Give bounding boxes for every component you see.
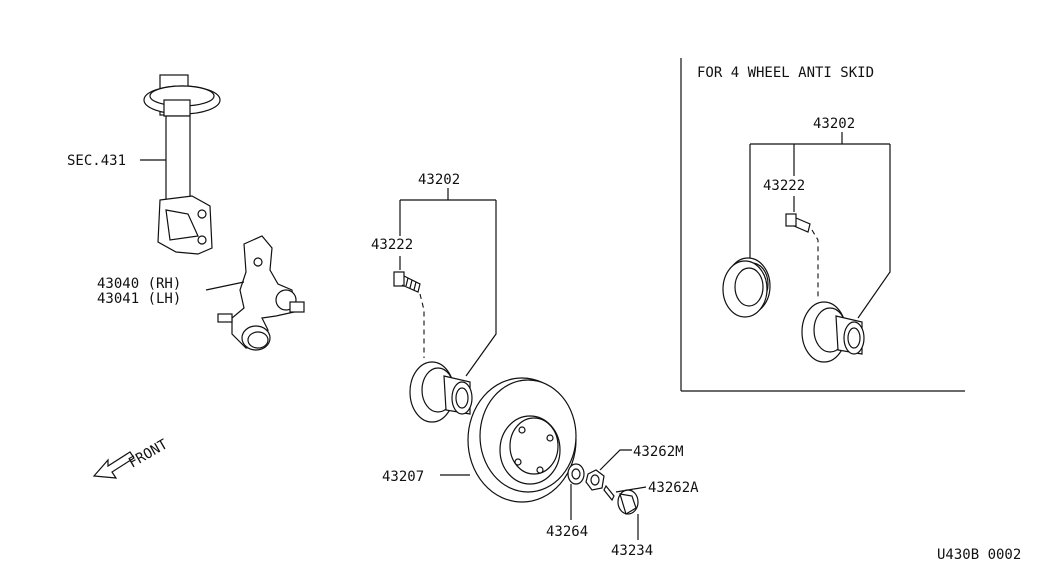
label-hub-main: 43202 [418, 172, 460, 188]
label-cotter-pin: 43262A [648, 480, 699, 496]
label-bolt-main: 43222 [371, 237, 413, 253]
label-knuckle-lh: 43041 (LH) [97, 291, 181, 307]
cotter-pin [603, 484, 615, 502]
leader-lines [140, 159, 647, 540]
label-nut: 43262M [633, 444, 684, 460]
front-arrow-icon [92, 451, 135, 479]
sensor-ring [722, 257, 771, 318]
brake-rotor [467, 377, 577, 503]
front-label: FRONT [126, 436, 171, 471]
label-cap: 43234 [611, 543, 653, 559]
label-washer: 43264 [546, 524, 588, 540]
strut-assembly [143, 74, 221, 255]
inset-leader-lines [749, 132, 891, 319]
hub-bolt [393, 271, 421, 293]
steering-knuckle [217, 235, 305, 351]
label-sec431: SEC.431 [67, 153, 126, 169]
inset-box [680, 58, 965, 392]
label-hub-inset: 43202 [813, 116, 855, 132]
drawing-code: U430B 0002 [937, 547, 1021, 563]
inset-wheel-hub [801, 301, 865, 363]
inset-title: FOR 4 WHEEL ANTI SKID [697, 65, 874, 81]
inset-hub-bolt [785, 213, 811, 233]
hub-nut [585, 469, 605, 491]
wheel-hub [409, 361, 473, 423]
grease-cap [617, 489, 639, 515]
label-bolt-inset: 43222 [763, 178, 805, 194]
label-knuckle-rh: 43040 (RH) [97, 276, 181, 292]
label-rotor: 43207 [382, 469, 424, 485]
washer [567, 463, 585, 485]
